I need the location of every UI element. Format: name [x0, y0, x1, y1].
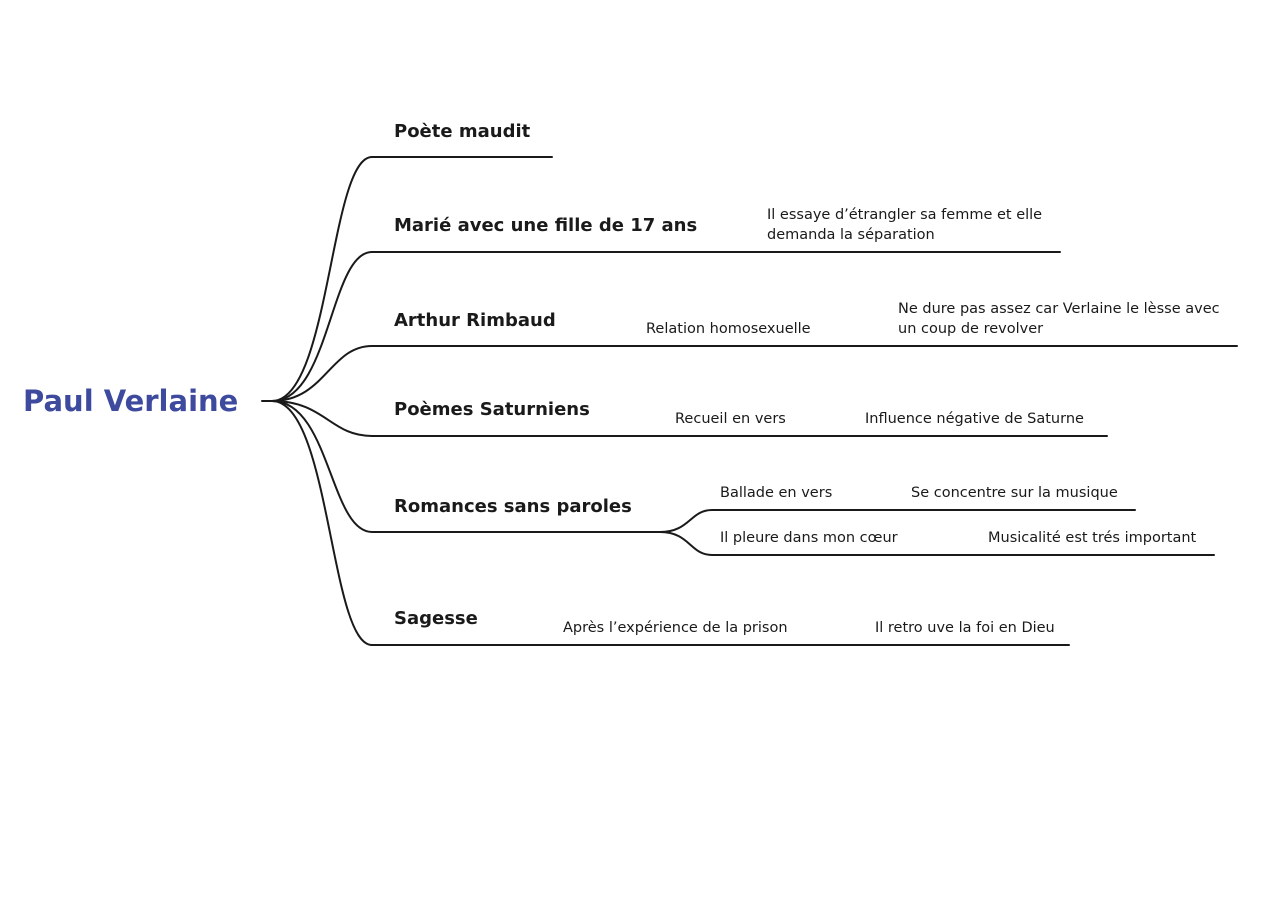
connector-romances-ballade	[659, 509, 1136, 533]
detail-ballade: Ballade en vers	[720, 485, 833, 501]
detail-musique: Se concentre sur la musique	[911, 485, 1118, 501]
branch-label-romances: Romances sans paroles	[394, 496, 632, 517]
connector-marie	[271, 251, 373, 402]
branch-label-rimbaud: Arthur Rimbaud	[394, 310, 556, 331]
branch-label-saturniens: Poèmes Saturniens	[394, 399, 590, 420]
detail-saturne: Influence négative de Saturne	[865, 411, 1084, 427]
connector-saturniens	[271, 400, 373, 437]
detail-relation: Relation homosexuelle	[646, 321, 811, 337]
detail-pleure: Il pleure dans mon cœur	[720, 530, 898, 546]
connector-poete-maudit	[271, 156, 373, 402]
detail-foi: Il retro uve la foi en Dieu	[875, 620, 1055, 636]
connector-rimbaud	[271, 345, 373, 402]
detail-prison: Après l’expérience de la prison	[563, 620, 788, 636]
detail-revolver: Ne dure pas assez car Verlaine le lèsse …	[898, 301, 1220, 337]
detail-musicalite: Musicalité est trés important	[988, 530, 1197, 546]
branch-label-poete-maudit: Poète maudit	[394, 121, 531, 142]
branch-label-marie: Marié avec une fille de 17 ans	[394, 215, 698, 236]
root-node-label: Paul Verlaine	[23, 384, 239, 418]
connector-sagesse	[271, 400, 373, 646]
connector-romances	[271, 400, 373, 533]
detail-etrangler: Il essaye d’étrangler sa femme et elle d…	[767, 207, 1043, 243]
connector-romances-pleure	[659, 531, 1215, 556]
branch-label-sagesse: Sagesse	[394, 608, 478, 629]
detail-recueil: Recueil en vers	[675, 411, 786, 427]
